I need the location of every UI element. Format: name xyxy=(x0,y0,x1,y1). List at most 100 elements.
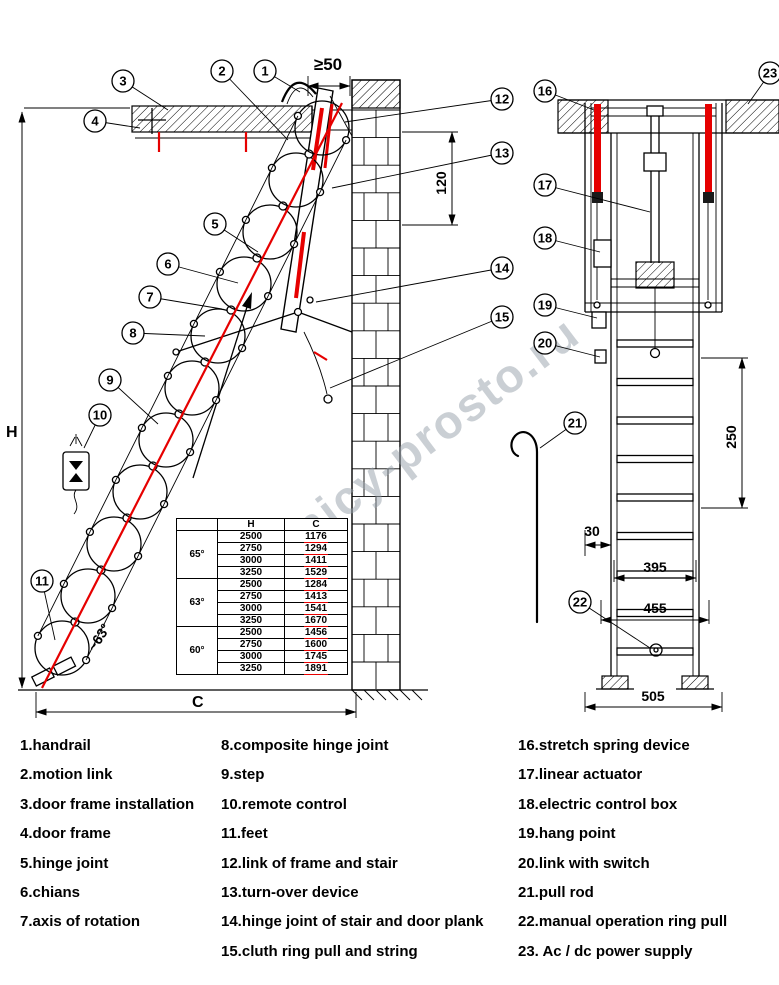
callout-number: 1 xyxy=(261,64,268,79)
callout-number: 23 xyxy=(763,66,777,81)
callout-2: 2 xyxy=(210,59,289,141)
callout-6: 6 xyxy=(156,252,239,284)
legend-item: 12.link of frame and stair xyxy=(221,854,398,872)
callout-number: 10 xyxy=(93,408,107,423)
legend-item: 5.hinge joint xyxy=(20,854,109,872)
callout-14: 14 xyxy=(315,256,514,303)
spec-angle-cell: 65° xyxy=(176,530,218,579)
dim-30: 30 xyxy=(584,523,600,539)
brick-courses xyxy=(352,109,400,689)
callout-13: 13 xyxy=(331,141,514,189)
legend-item: 17.linear actuator xyxy=(518,766,643,784)
spec-c-value: 1529 xyxy=(284,566,348,579)
ceiling-slab xyxy=(131,105,313,133)
callout-number: 7 xyxy=(146,290,153,305)
spec-c-value: 1600 xyxy=(284,638,348,651)
dim-angle-63: ~63° xyxy=(84,621,113,654)
spec-h-value: 3000 xyxy=(217,650,285,663)
callout-17: 17 xyxy=(533,173,651,213)
spec-c-value: 1670 xyxy=(284,614,348,627)
callout-22: 22 xyxy=(568,590,651,649)
pull-rod xyxy=(510,431,539,624)
spec-c-value: 1176 xyxy=(284,530,348,543)
callout-number: 21 xyxy=(568,416,582,431)
legend-item: 18.electric control box xyxy=(518,795,678,813)
legend-item: 13.turn-over device xyxy=(221,884,359,902)
dim-455: 455 xyxy=(643,600,667,616)
legend-item: 8.composite hinge joint xyxy=(221,737,389,754)
legend-item: 9.step xyxy=(221,766,265,784)
stretch-spring-left xyxy=(594,104,601,192)
legend-item: 16.stretch spring device xyxy=(518,737,690,754)
foot-left xyxy=(601,675,629,690)
spec-c-value: 1284 xyxy=(284,578,348,591)
legend-item: 1.handrail xyxy=(20,737,91,754)
callout-number: 16 xyxy=(538,84,552,99)
turn-over-strut xyxy=(175,311,299,353)
callout-5: 5 xyxy=(203,212,259,253)
legend-item: 4.door frame xyxy=(20,825,111,843)
callout-number: 20 xyxy=(538,336,552,351)
spec-angle-cell: 60° xyxy=(176,626,218,675)
legend-item: 15.cluth ring pull and string xyxy=(221,942,418,960)
trap-door-panel xyxy=(280,87,334,333)
link-with-switch xyxy=(594,349,607,364)
callout-number: 5 xyxy=(211,217,218,232)
callout-number: 13 xyxy=(495,146,509,161)
stretch-spring-right xyxy=(705,104,712,192)
legend-column-3: 16.stretch spring device 17.linear actuat… xyxy=(518,731,777,966)
callout-number: 22 xyxy=(573,595,587,610)
dim-gap-50: ≥50 xyxy=(314,55,342,74)
callout-15: 15 xyxy=(329,305,514,389)
spec-c-value: 1541 xyxy=(284,602,348,615)
spec-h-value: 3250 xyxy=(217,614,285,627)
legend-item: 19.hang point xyxy=(518,825,616,843)
callout-number: 9 xyxy=(106,373,113,388)
callout-number: 18 xyxy=(538,231,552,246)
dim-395: 395 xyxy=(643,559,667,575)
callout-11: 11 xyxy=(30,569,56,641)
callout-20: 20 xyxy=(533,331,601,358)
callout-number: 17 xyxy=(538,178,552,193)
spec-header-cell: C xyxy=(284,518,348,531)
spec-c-value: 1456 xyxy=(284,626,348,639)
right-front-view: 250 30 395 455 505 xyxy=(510,99,779,712)
legend-column-1: 1.handrail 2.motion link 3.door frame inst… xyxy=(20,731,218,937)
legend-item: 3.door frame installation xyxy=(20,795,195,813)
callout-19: 19 xyxy=(533,293,598,319)
spec-corner-cell xyxy=(176,518,218,531)
callout-8: 8 xyxy=(121,321,206,345)
callout-4: 4 xyxy=(83,109,141,133)
legend-item: 20.link with switch xyxy=(518,854,650,872)
callout-18: 18 xyxy=(533,226,601,253)
spec-h-value: 2750 xyxy=(217,590,285,603)
spec-c-value: 1413 xyxy=(284,590,348,603)
callout-number: 12 xyxy=(495,92,509,107)
callout-23: 23 xyxy=(747,61,779,105)
spec-h-value: 3250 xyxy=(217,662,285,675)
legend-item: 2.motion link xyxy=(20,766,113,784)
spec-angle-cell: 63° xyxy=(176,578,218,627)
left-side-view: H C 120 ≥50 ~63° xyxy=(6,55,458,718)
manual-ring-pull xyxy=(649,643,663,657)
callout-16: 16 xyxy=(533,79,595,111)
callout-number: 19 xyxy=(538,298,552,313)
dim-height-h: H xyxy=(6,424,18,441)
spec-header-cell: H xyxy=(217,518,285,531)
spec-c-value: 1745 xyxy=(284,650,348,663)
callout-number: 3 xyxy=(119,74,126,89)
callout-9: 9 xyxy=(98,368,159,425)
callout-number: 6 xyxy=(164,257,171,272)
callout-12: 12 xyxy=(344,87,514,123)
callout-10: 10 xyxy=(83,403,112,449)
callout-number: 2 xyxy=(218,64,225,79)
legend-item: 11.feet xyxy=(221,825,268,843)
hang-point xyxy=(591,311,607,329)
foot-right xyxy=(681,675,709,690)
spec-h-value: 3000 xyxy=(217,554,285,567)
spec-c-value: 1411 xyxy=(284,554,348,567)
